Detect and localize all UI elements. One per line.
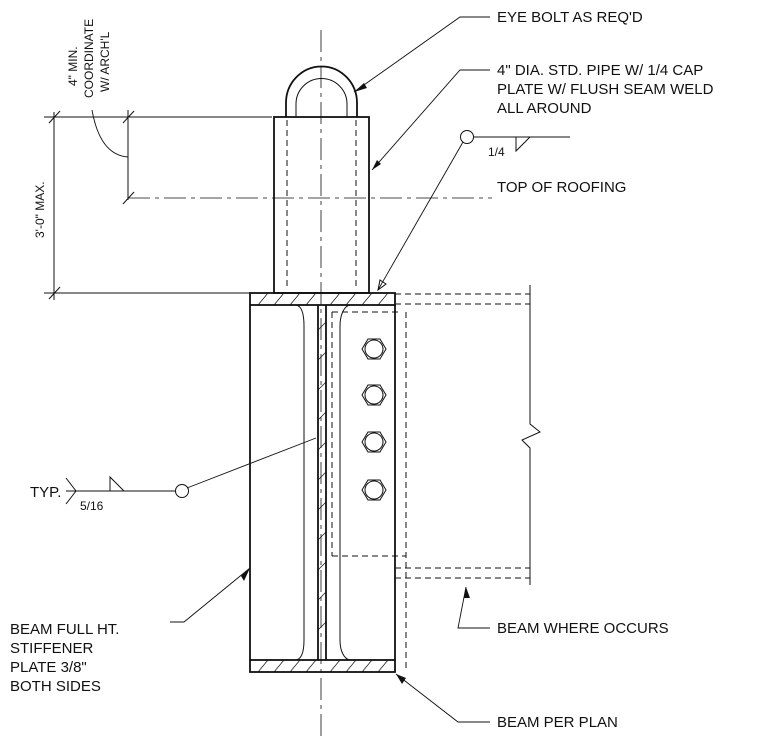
beam-section	[249, 292, 396, 673]
pipe-label-line-1: 4" DIA. STD. PIPE W/ 1/4 CAP	[497, 62, 703, 79]
eye-bolt	[285, 65, 358, 117]
beam-per-plan-label: BEAM PER PLAN	[497, 714, 618, 731]
height-dimension	[44, 110, 272, 300]
weld-symbol-quarter	[377, 130, 570, 292]
weld-symbol-five-sixteenths	[65, 437, 317, 505]
top-of-roofing-label: TOP OF ROOFING	[497, 179, 626, 196]
coordinate-note-line-1: 4" MIN.	[66, 46, 80, 86]
web-weld-hatch	[317, 321, 327, 631]
bolt-hex	[361, 338, 387, 360]
flange-hatch-top	[257, 292, 389, 306]
max-height-dimension-text: 3'-0" MAX.	[33, 181, 47, 238]
coordinate-dimension	[91, 109, 135, 205]
eye-bolt-label: EYE BOLT AS REQ'D	[497, 9, 643, 26]
beam-where-occurs	[331, 285, 541, 672]
coordinate-note-line-2: COORDINATE	[82, 19, 96, 98]
weld-size-quarter: 1/4	[488, 145, 505, 159]
bolt-hex	[361, 384, 387, 406]
pipe-post	[273, 116, 370, 294]
bolt-hex	[361, 431, 387, 453]
leaders	[170, 16, 490, 723]
stiffener-label-line-3: PLATE 3/8"	[10, 659, 87, 676]
stiffener-label-line-2: STIFFENER	[10, 640, 94, 657]
stiffener-label-line-1: BEAM FULL HT.	[10, 621, 119, 638]
weld-size-five-sixteenths: 5/16	[80, 499, 104, 513]
bolt-group	[361, 338, 387, 501]
pipe-label-line-2: PLATE W/ FLUSH SEAM WELD	[497, 81, 714, 98]
coordinate-note-line-3: W/ ARCH'L	[98, 31, 112, 92]
beam-where-occurs-label: BEAM WHERE OCCURS	[497, 620, 669, 637]
typical-note: TYP.	[30, 484, 61, 501]
bolt-hex	[361, 479, 387, 501]
pipe-label-line-3: ALL AROUND	[497, 100, 592, 117]
stiffener-label-line-4: BOTH SIDES	[10, 678, 101, 695]
break-line	[521, 285, 541, 585]
flange-hatch-bottom	[257, 659, 389, 673]
